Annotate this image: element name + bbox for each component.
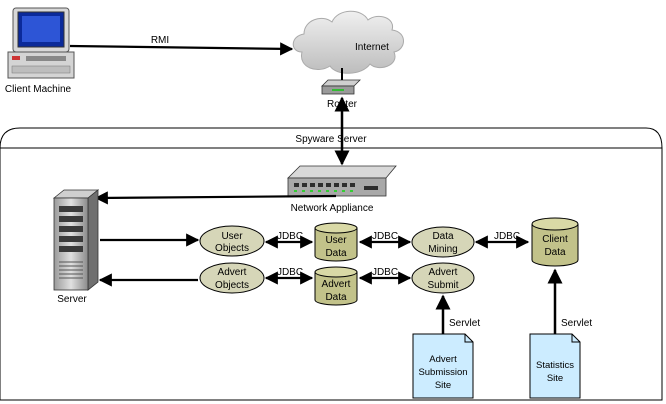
client-data-label-1: Client	[542, 234, 568, 245]
user-data-label-2: Data	[325, 248, 347, 259]
advert-submit-node: Advert Submit	[411, 262, 475, 294]
user-objects-label-2: Objects	[215, 243, 249, 254]
rmi-label: RMI	[151, 35, 169, 46]
spyware-server-label: Spyware Server	[295, 134, 367, 145]
servlet-label-1: Servlet	[449, 318, 480, 329]
user-data-label-1: User	[325, 235, 347, 246]
client-data-label-2: Data	[544, 247, 566, 258]
data-mining-node: Data Mining	[411, 226, 475, 258]
advert-submit-label-1: Advert	[429, 267, 458, 278]
submission-site-label-3: Site	[435, 380, 451, 391]
client-machine-label: Client Machine	[5, 84, 72, 95]
rmi-connection: RMI	[69, 35, 294, 56]
jdbc-label-1: JDBC	[277, 231, 303, 242]
statistics-site-document-icon: Statistics Site	[529, 333, 581, 399]
advert-data-label-2: Data	[325, 292, 347, 303]
server-appliance-link	[94, 191, 337, 205]
user-data-database-icon: User Data	[314, 222, 358, 262]
advert-objects-label-2: Objects	[215, 280, 249, 291]
user-objects-node: User Objects	[199, 225, 265, 257]
client-data-database-icon: Client Data	[531, 217, 579, 267]
submission-site-label-1: Advert	[429, 354, 457, 365]
internet-cloud-icon	[292, 10, 404, 74]
advert-submit-label-2: Submit	[427, 280, 458, 291]
user-objects-label-1: User	[221, 231, 243, 242]
statistics-site-label-1: Statistics	[536, 360, 574, 371]
advert-submission-site-document-icon: Advert Submission Site	[412, 333, 474, 399]
jdbc-label-2: JDBC	[277, 267, 303, 278]
data-mining-label-1: Data	[432, 231, 454, 242]
advert-objects-label-1: Advert	[218, 267, 247, 278]
advert-objects-node: Advert Objects	[199, 262, 265, 294]
network-appliance-label: Network Appliance	[291, 203, 374, 214]
network-appliance-icon	[287, 165, 397, 197]
jdbc-label-3: JDBC	[372, 231, 398, 242]
jdbc-label-4: JDBC	[372, 267, 398, 278]
advert-data-label-1: Advert	[322, 279, 351, 290]
jdbc-label-5: JDBC	[494, 231, 520, 242]
data-mining-label-2: Mining	[428, 244, 457, 255]
server-label: Server	[57, 294, 87, 305]
submission-site-label-2: Submission	[418, 367, 467, 378]
statistics-site-label-2: Site	[547, 373, 563, 384]
server-icon	[52, 189, 100, 291]
advert-data-database-icon: Advert Data	[314, 266, 358, 306]
servlet-label-2: Servlet	[561, 318, 592, 329]
client-machine-icon	[7, 7, 75, 79]
router-icon	[321, 79, 361, 95]
internet-label: Internet	[355, 42, 389, 53]
spyware-server-boundary: Spyware Server	[0, 127, 663, 401]
